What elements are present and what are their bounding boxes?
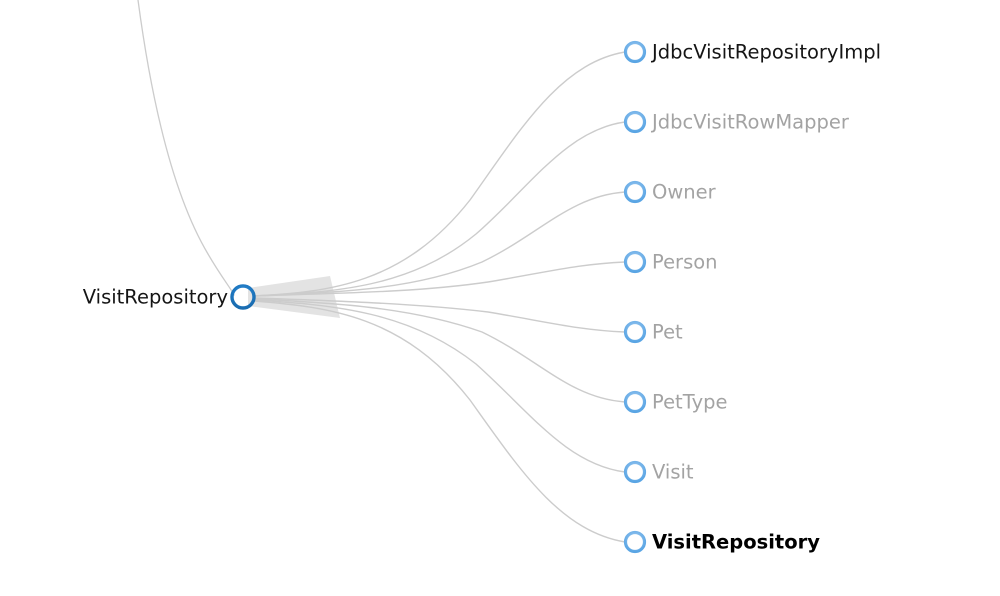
edge-to-visit[interactable] [253,299,626,473]
leaf-jdbcvisitrowmapper-label[interactable]: JdbcVisitRowMapper [650,111,850,134]
leaf-owner-label[interactable]: Owner [652,181,717,204]
edge-to-pet[interactable] [253,297,626,333]
edge-to-owner[interactable] [253,191,626,297]
leaf-visit-circle[interactable] [623,460,647,484]
incoming-edge-layer [137,0,235,296]
leaf-visitrepository-circle[interactable] [623,530,647,554]
nodes-layer [230,40,647,554]
labels-layer: JdbcVisitRepositoryImplJdbcVisitRowMappe… [83,41,881,554]
leaf-jdbcvisitrepositoryimpl-label[interactable]: JdbcVisitRepositoryImpl [650,41,881,64]
leaf-pet-circle[interactable] [623,320,647,344]
root-visitrepository-label[interactable]: VisitRepository [83,286,228,309]
leaf-person-label[interactable]: Person [652,251,718,274]
edge-to-jdbcvisitrowmapper[interactable] [253,121,626,297]
edge-to-jdbcvisitrepositoryimpl[interactable] [253,51,626,297]
leaf-pet-label[interactable]: Pet [652,321,683,344]
leaf-jdbcvisitrowmapper-circle[interactable] [623,110,647,134]
edge-to-person[interactable] [253,261,626,297]
leaf-visitrepository-label[interactable]: VisitRepository [652,531,820,554]
leaf-pettype-label[interactable]: PetType [652,391,728,414]
edge-incoming-from-parent[interactable] [137,0,235,296]
leaf-owner-circle[interactable] [623,180,647,204]
edge-to-pettype[interactable] [253,298,626,403]
edge-bundle-base [248,276,340,318]
edges-layer [248,51,626,543]
edge-to-visitrepository[interactable] [253,300,626,543]
leaf-visit-label[interactable]: Visit [652,461,694,484]
leaf-pettype-circle[interactable] [623,390,647,414]
leaf-person-circle[interactable] [623,250,647,274]
root-visitrepository-circle[interactable] [230,284,256,310]
leaf-jdbcvisitrepositoryimpl-circle[interactable] [623,40,647,64]
